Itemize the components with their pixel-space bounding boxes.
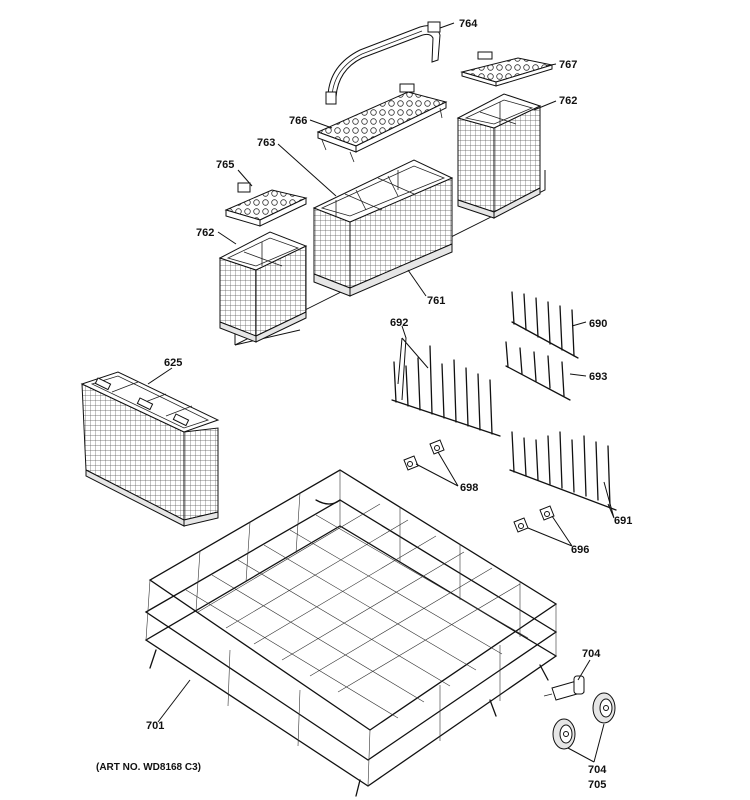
basket-handle [325,21,441,105]
label-761: 761 [427,295,445,307]
basket-762-upper [456,93,542,219]
clips-698 [403,439,445,471]
label-701: 701 [146,720,164,732]
label-762-upper: 762 [559,95,577,107]
tine-row-691 [509,431,617,511]
lid-767 [460,51,553,87]
callout-labels: 764 767 762 766 763 765 762 761 692 690 … [146,18,632,791]
roller-704-axle [543,675,585,701]
label-704-lower: 704 [588,764,607,776]
label-692: 692 [390,317,408,329]
leader-lines [147,22,615,763]
label-696: 696 [571,544,589,556]
clips-696 [513,505,555,533]
lid-765 [224,182,308,227]
label-763: 763 [257,137,275,149]
tine-row-690 [511,291,579,359]
label-767: 767 [559,59,577,71]
basket-762-lower [218,231,308,343]
label-766: 766 [289,115,307,127]
label-691: 691 [614,515,632,527]
basket-763-center [312,159,454,297]
label-704-upper: 704 [582,648,601,660]
label-625: 625 [164,357,182,369]
label-705: 705 [588,779,606,791]
label-698: 698 [460,482,478,494]
label-762-lower: 762 [196,227,214,239]
art-number-caption: (ART NO. WD8168 C3) [96,762,201,773]
tine-row-692 [391,345,501,437]
label-765: 765 [216,159,234,171]
rollers-704-705 [552,692,616,750]
tine-row-693 [505,341,571,401]
label-693: 693 [589,371,607,383]
lid-766 [316,83,448,163]
lower-rack-701 [144,469,558,797]
label-690: 690 [589,318,607,330]
basket-625 [80,371,220,527]
label-764: 764 [459,18,478,30]
